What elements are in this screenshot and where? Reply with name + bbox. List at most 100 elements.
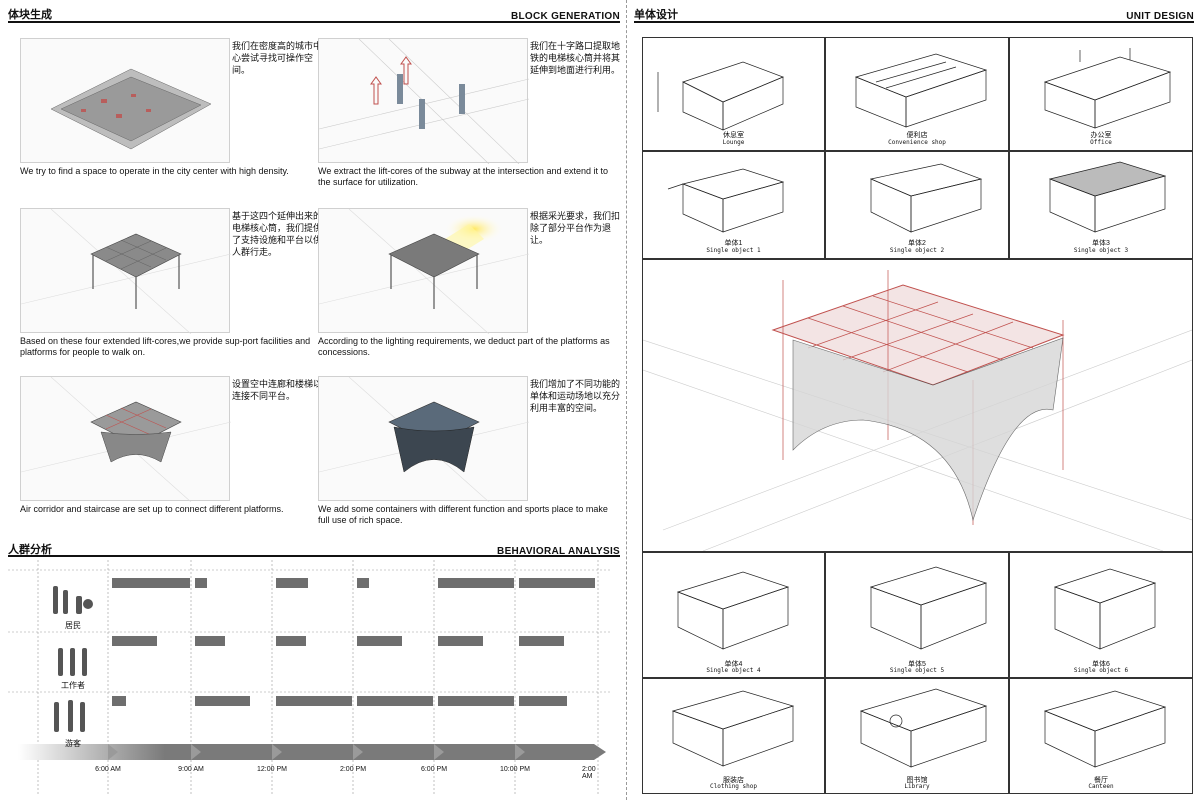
unit-single-object-5-en: Single object 5	[889, 667, 945, 674]
activity-bar	[438, 696, 514, 706]
unit-single-object-5: 单体5 Single object 5	[825, 552, 1009, 678]
activity-bar	[276, 636, 346, 646]
unit-convenience-shop-cn: 便利店	[906, 132, 928, 139]
unit-clothing-shop-cn: 服装店	[723, 777, 744, 784]
step-3-en: Based on these four extended lift-cores,…	[20, 336, 311, 357]
unit-single-object-4: 单体4 Single object 4	[642, 552, 825, 678]
unit-single-object-6: 单体6 Single object 6	[1009, 552, 1193, 678]
time-label: 6:00 AM	[95, 766, 121, 773]
block-generation-header: 体块生成 BLOCK GENERATION	[8, 6, 620, 22]
block-generation-rule	[8, 21, 620, 23]
behavioral-rule	[8, 555, 620, 557]
time-label: 10:00 PM	[500, 766, 530, 773]
activity-bar	[112, 578, 190, 588]
unit-single-object-4-en: Single object 4	[706, 667, 761, 674]
unit-library-cn: 图书馆	[906, 777, 928, 784]
step-1-en: We try to find a space to operate in the…	[20, 166, 289, 176]
unit-library-en: Library	[904, 783, 930, 790]
unit-clothing-shop: 服装店 Clothing shop	[642, 678, 825, 794]
time-label: 6:00 PM	[420, 766, 448, 773]
unit-design-header: 单体设计 UNIT DESIGN	[634, 6, 1194, 22]
activity-bar	[357, 696, 433, 706]
time-label: 12:00 PM	[257, 766, 287, 773]
step-6-cn: 我们增加了不同功能的单体和运动场地以充分利用丰富的空间。	[530, 379, 621, 413]
step-2: 我们在十字路口提取地铁的电梯核心筒并将其延伸到地面进行利用。 We extrac…	[318, 38, 621, 198]
group-label-residents: 居民	[65, 621, 81, 630]
block-generation-title-en: BLOCK GENERATION	[510, 11, 620, 22]
unit-canteen-cn: 餐厅	[1094, 777, 1108, 784]
activity-bar	[112, 636, 182, 646]
group-label-tourists: 游客	[65, 739, 81, 748]
unit-single-object-4-cn: 单体4	[724, 661, 743, 668]
unit-single-object-3-cn: 单体3	[1092, 240, 1110, 247]
step-6-image	[318, 376, 530, 503]
step-2-image	[318, 38, 530, 165]
unit-convenience-shop: 便利店 Convenience shop	[825, 37, 1009, 151]
unit-convenience-shop-en: Convenience shop	[888, 139, 946, 146]
step-4: 根据采光要求，我们扣除了部分平台作为退让。 According to the l…	[318, 208, 621, 368]
step-1-image	[20, 38, 230, 163]
activity-bar	[438, 578, 514, 588]
unit-single-object-3-en: Single object 3	[1073, 247, 1129, 254]
unit-canteen-en: Canteen	[1088, 783, 1114, 790]
time-label: 2:00 PM	[339, 766, 367, 773]
unit-single-object-6-en: Single object 6	[1073, 667, 1129, 674]
step-5-image	[20, 376, 232, 503]
group-label-workers: 工作者	[61, 681, 85, 690]
activity-bar	[276, 696, 352, 706]
step-4-en: According to the lighting requirements, …	[318, 336, 610, 357]
step-2-cn: 我们在十字路口提取地铁的电梯核心筒并将其延伸到地面进行利用。	[530, 41, 621, 75]
unit-single-object-2-cn: 单体2	[908, 240, 926, 247]
unit-single-object-1-en: Single object 1	[706, 247, 761, 254]
unit-single-object-2: 单体2 Single object 2	[825, 151, 1009, 259]
activity-bar	[195, 636, 265, 646]
unit-clothing-shop-en: Clothing shop	[710, 783, 757, 790]
unit-office: 办公室 Office	[1009, 37, 1193, 151]
unit-lounge-en: Lounge	[722, 139, 745, 146]
activity-bar	[519, 578, 595, 588]
step-3: 基于这四个延伸出来的电梯核心筒，我们提供了支持设施和平台以供人群行走。 Base…	[20, 208, 323, 368]
central-axonometric	[642, 259, 1193, 552]
activity-bar	[195, 578, 265, 588]
behavior-grid-lines	[8, 560, 612, 796]
activity-bar	[195, 696, 265, 706]
step-4-cn: 根据采光要求，我们扣除了部分平台作为退让。	[530, 211, 621, 245]
behavioral-title-en: BEHAVIORAL ANALYSIS	[497, 546, 620, 557]
step-1: 我们在密度高的城市中心尝试寻找可操作空间。 We try to find a s…	[20, 38, 323, 198]
activity-bar	[357, 578, 427, 588]
step-4-image	[318, 208, 530, 335]
step-5: 设置空中连廊和楼梯以连接不同平台。 Air corridor and stair…	[20, 376, 323, 536]
step-1-cn: 我们在密度高的城市中心尝试寻找可操作空间。	[232, 41, 323, 75]
step-6-en: We add some containers with different fu…	[318, 504, 608, 525]
step-5-en: Air corridor and staircase are set up to…	[20, 504, 284, 514]
behavioral-chart: 居民 工作者 游客 6:00 AM 9:00 AM 12:00 PM 2:00 …	[8, 560, 612, 796]
unit-office-cn: 办公室	[1090, 132, 1112, 139]
step-5-cn: 设置空中连廊和楼梯以连接不同平台。	[232, 379, 323, 401]
unit-office-en: Office	[1090, 139, 1112, 146]
activity-bar	[519, 696, 589, 706]
block-generation-title-cn: 体块生成	[8, 9, 52, 21]
unit-canteen: 餐厅 Canteen	[1009, 678, 1193, 794]
activity-bar	[276, 578, 346, 588]
step-3-image	[20, 208, 232, 335]
time-label: 9:00 AM	[178, 766, 204, 773]
unit-single-object-1-cn: 单体1	[724, 240, 743, 247]
step-6: 我们增加了不同功能的单体和运动场地以充分利用丰富的空间。 We add some…	[318, 376, 621, 536]
unit-design-title-cn: 单体设计	[634, 9, 678, 21]
unit-single-object-2-en: Single object 2	[889, 247, 945, 254]
column-divider	[626, 0, 627, 800]
unit-library: 图书馆 Library	[825, 678, 1009, 794]
unit-single-object-5-cn: 单体5	[908, 661, 926, 668]
activity-bar	[357, 636, 427, 646]
unit-design-title-en: UNIT DESIGN	[1126, 11, 1194, 22]
activity-bar	[438, 636, 508, 646]
activity-bar	[112, 696, 182, 706]
activity-bar	[519, 636, 589, 646]
step-3-cn: 基于这四个延伸出来的电梯核心筒，我们提供了支持设施和平台以供人群行走。	[232, 211, 323, 257]
unit-lounge: 休息室 Lounge	[642, 37, 825, 151]
unit-single-object-6-cn: 单体6	[1092, 661, 1110, 668]
unit-lounge-cn: 休息室	[723, 132, 744, 139]
unit-design-rule	[634, 21, 1194, 23]
behavioral-header: 人群分析 BEHAVIORAL ANALYSIS	[8, 541, 620, 557]
behavioral-title-cn: 人群分析	[8, 544, 52, 556]
